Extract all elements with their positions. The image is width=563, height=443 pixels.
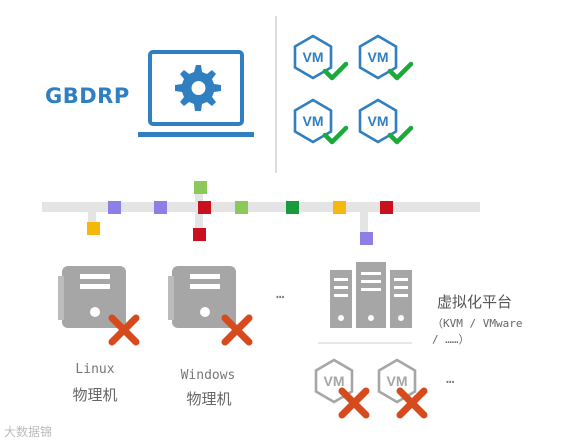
monitor-gear-icon: [138, 50, 254, 137]
windows-label: Windows: [180, 368, 236, 383]
vm-hexagon-icon: VM: [293, 34, 333, 80]
virtualization-title: 虚拟化平台: [437, 293, 513, 311]
packet-square: [286, 201, 299, 214]
product-title: GBDRP: [45, 84, 130, 108]
vm-label: VM: [368, 49, 389, 65]
linux-subtitle: 物理机: [72, 386, 118, 404]
packet-group: [87, 181, 393, 245]
cross-icon: [108, 314, 140, 346]
vm-label: VM: [303, 113, 324, 129]
packet-square: [154, 201, 167, 214]
windows-server-icon: [168, 266, 236, 328]
linux-label: Linux: [75, 362, 115, 377]
vm-label: VM: [324, 373, 345, 389]
vm-hexagon-icon: VM: [377, 358, 417, 404]
gear-icon: [175, 65, 221, 111]
linux-server-icon: [58, 266, 126, 328]
packet-square: [108, 201, 121, 214]
windows-subtitle: 物理机: [186, 390, 232, 408]
network-bus: [42, 188, 480, 236]
check-icon: [387, 125, 414, 145]
virtualization-detail-line1: （KVM / VMware: [432, 317, 523, 330]
packet-square: [194, 181, 207, 194]
check-icon: [322, 125, 349, 145]
packet-square: [380, 201, 393, 214]
cross-icon: [396, 387, 428, 419]
vm-hexagon-icon: VM: [358, 34, 398, 80]
cross-icon: [221, 314, 253, 346]
more-vms-ellipsis: …: [446, 371, 455, 387]
cross-group: [108, 314, 428, 419]
vm-label: VM: [303, 49, 324, 65]
cross-icon: [338, 387, 370, 419]
check-icon: [387, 61, 414, 81]
more-servers-ellipsis: …: [276, 286, 285, 302]
check-icon: [322, 61, 349, 81]
packet-square: [235, 201, 248, 214]
packet-square: [198, 201, 211, 214]
packet-square: [333, 201, 346, 214]
vm-label: VM: [387, 373, 408, 389]
vm-ok-group: VM VM VM VM: [293, 34, 414, 145]
packet-square: [360, 232, 373, 245]
vm-hexagon-icon: VM: [293, 98, 333, 144]
rack-server-icon: [330, 262, 412, 328]
packet-square: [87, 222, 100, 235]
watermark: 大数据锦: [4, 425, 53, 439]
vm-hexagon-icon: VM: [358, 98, 398, 144]
vm-label: VM: [368, 113, 389, 129]
virtualization-detail-line2: / ……）: [432, 333, 470, 346]
packet-square: [193, 228, 206, 241]
